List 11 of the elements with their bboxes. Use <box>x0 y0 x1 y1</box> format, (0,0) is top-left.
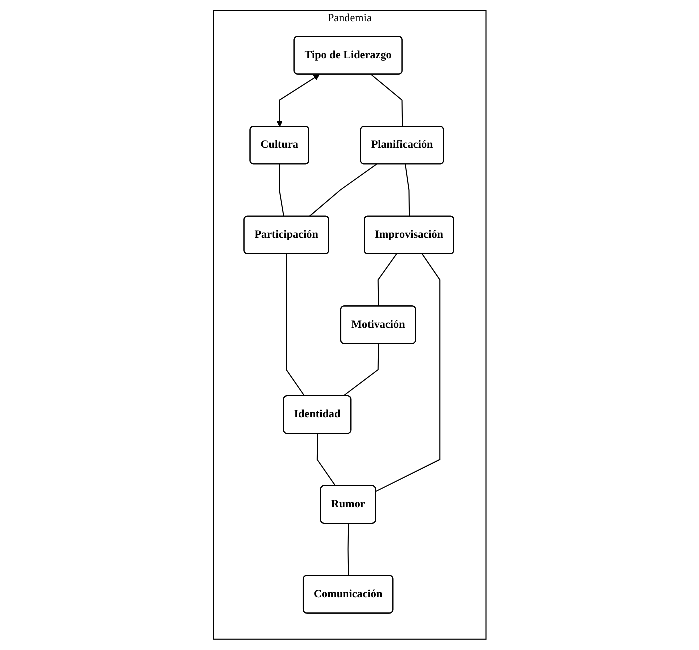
connector <box>316 434 336 486</box>
connector <box>370 74 403 127</box>
connector <box>308 164 377 218</box>
arrow <box>276 74 320 128</box>
connector <box>286 254 305 397</box>
connector <box>342 344 379 397</box>
connector <box>278 164 284 217</box>
connector <box>377 254 397 307</box>
connector <box>375 254 440 492</box>
connector <box>404 164 410 217</box>
connector <box>347 524 349 576</box>
